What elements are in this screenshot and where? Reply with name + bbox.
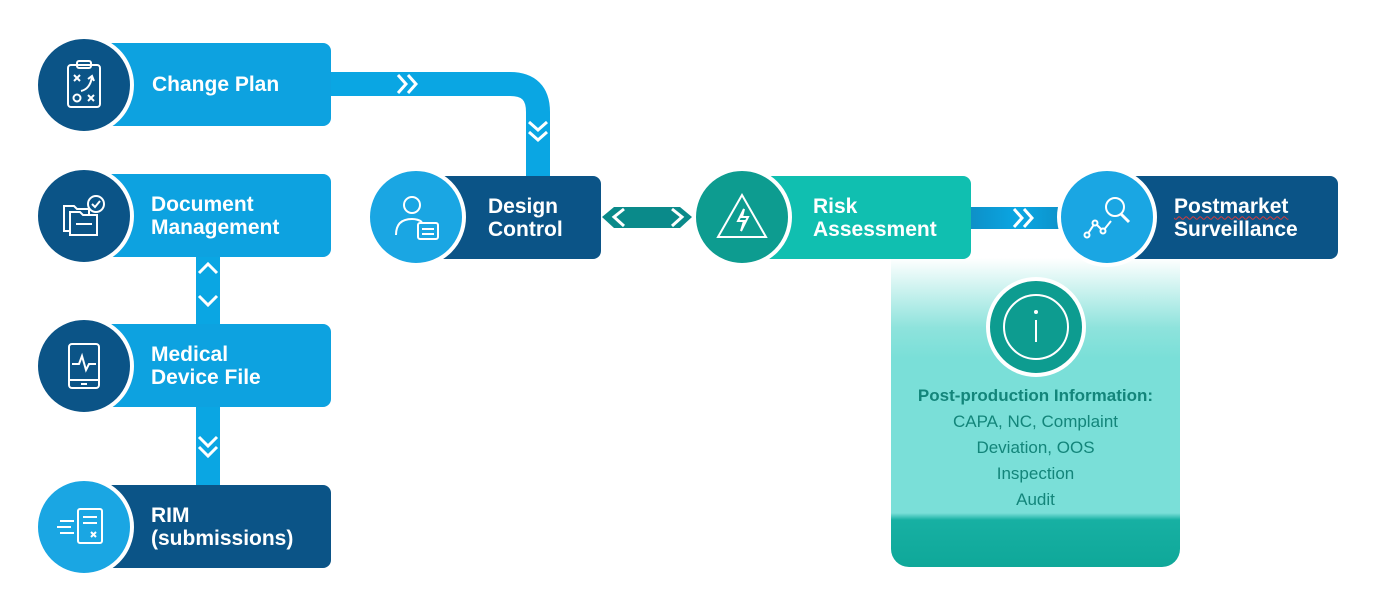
node-rim: RIM (submissions) — [100, 485, 331, 568]
node-label: Document Management — [151, 192, 280, 239]
chevron-down-icon — [197, 435, 219, 459]
connector-risk-to-postmarket — [968, 207, 1068, 229]
node-label: Medical Device File — [151, 342, 261, 389]
chevron-left-icon — [611, 207, 626, 228]
tablet-heartbeat-icon — [34, 316, 134, 416]
post-production-heading: Post-production Information: — [917, 386, 1154, 405]
info-item: Inspection — [996, 464, 1075, 483]
node-label: RIM (submissions) — [151, 503, 294, 550]
chevron-right-icon — [1012, 208, 1035, 228]
chevron-down-icon — [528, 120, 548, 143]
info-item: CAPA, NC, Complaint — [952, 412, 1118, 431]
chevron-up-icon — [197, 261, 219, 275]
chevron-right-icon — [670, 207, 685, 228]
info-icon — [986, 277, 1086, 377]
node-label: Risk Assessment — [813, 194, 937, 241]
warning-lightning-icon — [692, 167, 792, 267]
connector-change-plan-to-design-control — [330, 72, 550, 180]
node-medical-device-file: Medical Device File — [100, 324, 331, 407]
post-production-info: Post-production Information: CAPA, NC, C… — [891, 383, 1180, 513]
document-send-icon — [34, 477, 134, 577]
chevron-right-icon — [396, 74, 419, 94]
user-document-icon — [366, 167, 466, 267]
node-label: Change Plan — [152, 73, 280, 96]
node-document-management: Document Management — [100, 174, 331, 257]
node-change-plan: Change Plan — [100, 43, 331, 126]
clipboard-strategy-icon — [34, 35, 134, 135]
connector-document-to-device-file — [196, 255, 220, 327]
node-label: Surveillance — [1174, 217, 1298, 241]
chevron-down-icon — [197, 294, 219, 308]
connector-design-control-to-risk — [602, 207, 692, 228]
info-item: Audit — [1016, 490, 1055, 509]
node-label: Postmarket — [1174, 194, 1289, 218]
folders-check-icon — [34, 166, 134, 266]
node-label: Design Control — [488, 194, 563, 241]
magnifier-chart-icon — [1057, 167, 1157, 267]
info-item: Deviation, OOS — [976, 438, 1095, 457]
